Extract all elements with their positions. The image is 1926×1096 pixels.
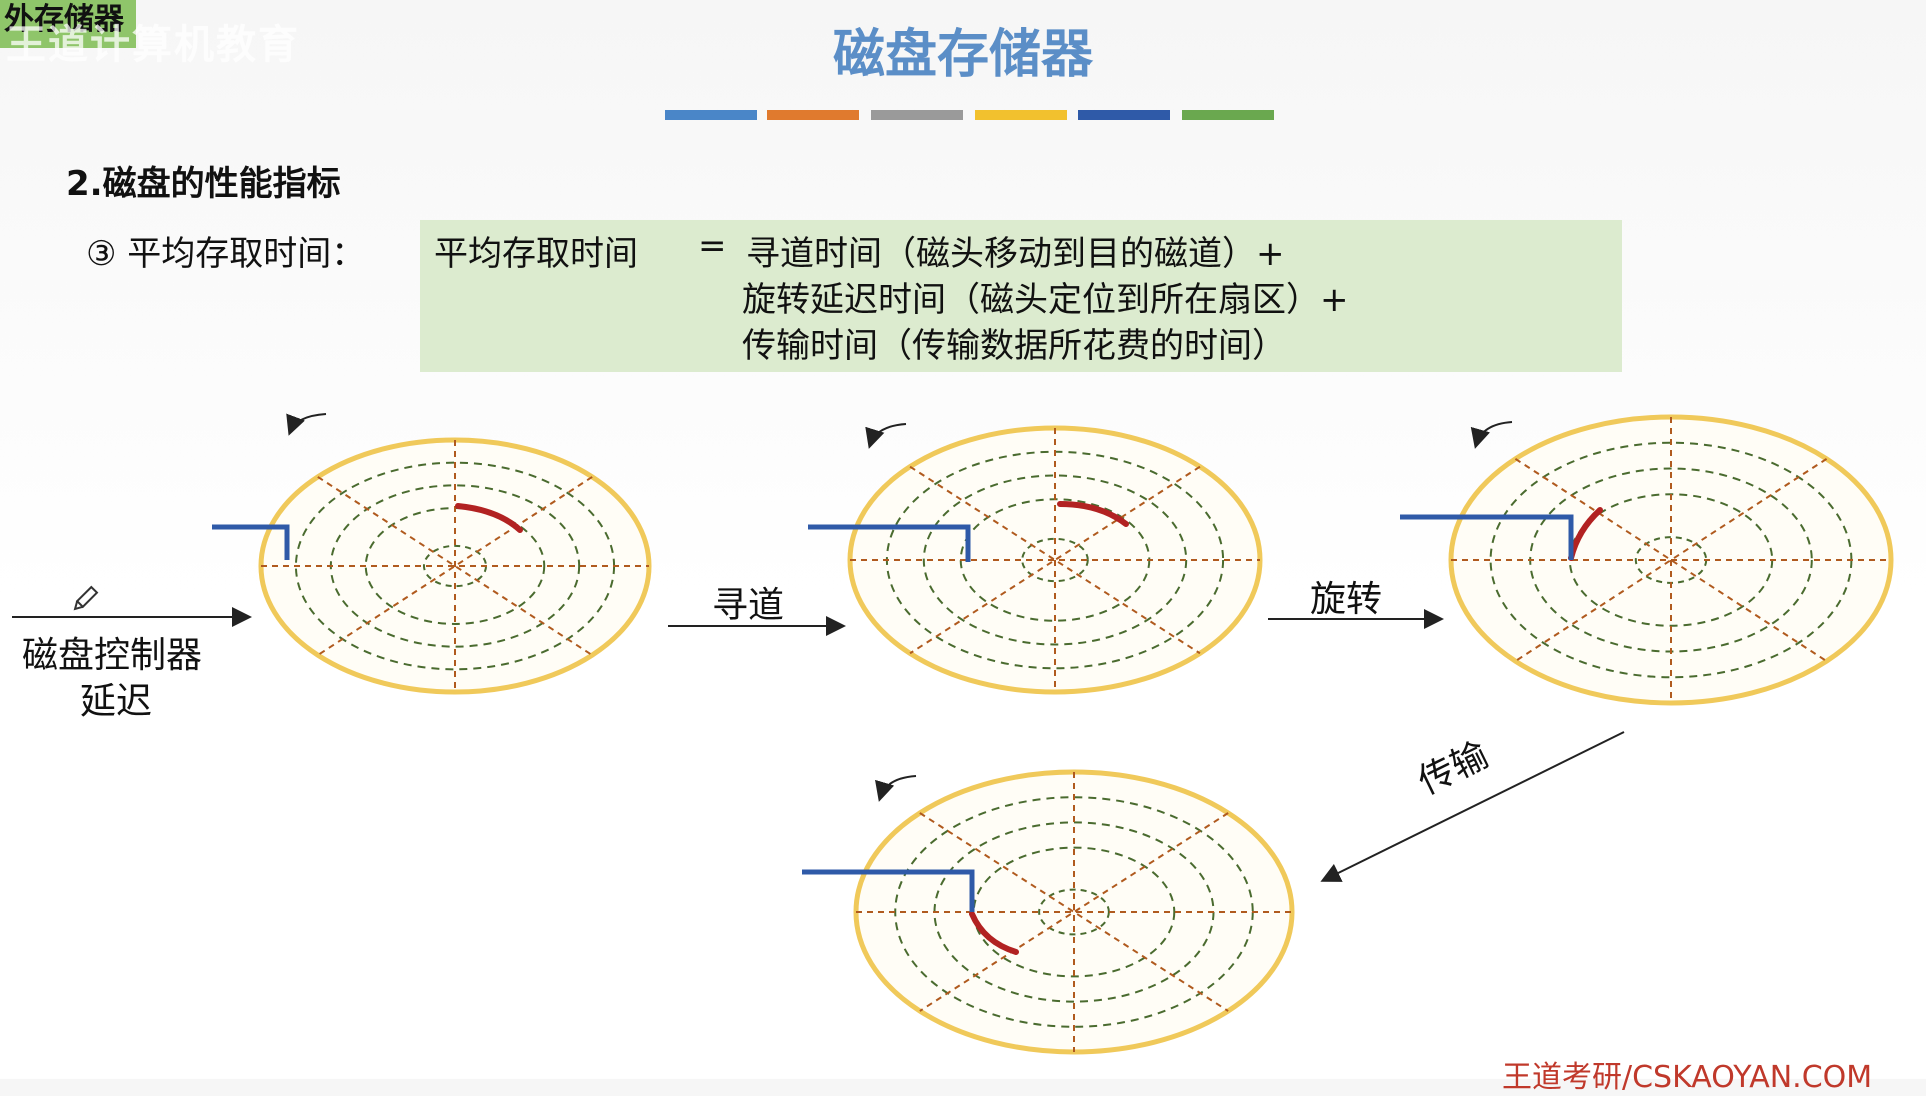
disk-track-2 xyxy=(922,474,1188,646)
seek-label: 寻道 xyxy=(712,585,785,626)
disk-sector-divider xyxy=(1514,458,1828,662)
disk-sector-divider xyxy=(1514,458,1828,662)
item-label: ③ 平均存取时间： xyxy=(86,234,366,274)
formula-line-rotate: 旋转延迟时间（磁头定位到所在扇区）+ xyxy=(742,280,1349,320)
formula-line-transfer: 传输时间（传输数据所花费的时间） xyxy=(742,326,1286,366)
head-arm xyxy=(802,869,975,912)
head-arm xyxy=(808,524,971,562)
rotation-direction-icon xyxy=(865,423,907,449)
formula-box: 平均存取时间 = 寻道时间（磁头移动到目的磁道）+ 旋转延迟时间（磁头定位到所在… xyxy=(420,220,1622,372)
transfer-arrow xyxy=(1320,731,1625,882)
controller-delay-label-line2: 延迟 xyxy=(80,681,153,722)
target-sector-highlight xyxy=(969,911,1019,955)
formula-line-seek: 寻道时间（磁头移动到目的磁道）+ xyxy=(746,234,1285,274)
disk-spindle xyxy=(1021,537,1089,583)
pencil-icon xyxy=(73,585,99,611)
watermark: 王道计算机教育 xyxy=(6,22,300,68)
slide-title: 磁盘存储器 xyxy=(832,25,1093,85)
disk-after-rotate xyxy=(1400,414,1894,706)
target-sector-highlight xyxy=(1057,501,1129,527)
rotation-direction-icon xyxy=(286,413,327,436)
head-arm xyxy=(1400,514,1574,560)
accent-bar-3 xyxy=(871,110,963,120)
accent-bar-2 xyxy=(767,110,859,120)
footer-site: 王道考研/CSKAOYAN.COM xyxy=(1502,1060,1873,1095)
formula-lhs: 平均存取时间 xyxy=(434,234,638,274)
section-heading: 2.磁盘的性能指标 xyxy=(66,164,341,204)
chapter-label: 外存储器 xyxy=(0,0,136,48)
rotation-direction-icon xyxy=(875,775,917,802)
head-arm xyxy=(212,524,290,560)
accent-bar-6 xyxy=(1182,110,1274,120)
disk-initial xyxy=(212,413,652,695)
accent-bar-5 xyxy=(1078,110,1170,120)
disk-spindle xyxy=(1038,888,1110,936)
rotation-direction-icon xyxy=(1470,421,1513,449)
disk-track-3 xyxy=(972,846,1176,978)
formula-equals: = xyxy=(698,226,727,266)
target-sector-highlight xyxy=(455,503,523,533)
rotate-label: 旋转 xyxy=(1310,579,1383,620)
disk-sector-divider xyxy=(909,465,1201,655)
accent-bar-1 xyxy=(665,110,757,120)
disk-sector-divider xyxy=(909,465,1201,655)
disk-transfer xyxy=(802,769,1295,1055)
accent-bar-4 xyxy=(975,110,1067,120)
disk-after-seek xyxy=(808,423,1263,695)
controller-delay-label-line1: 磁盘控制器 xyxy=(22,635,203,676)
